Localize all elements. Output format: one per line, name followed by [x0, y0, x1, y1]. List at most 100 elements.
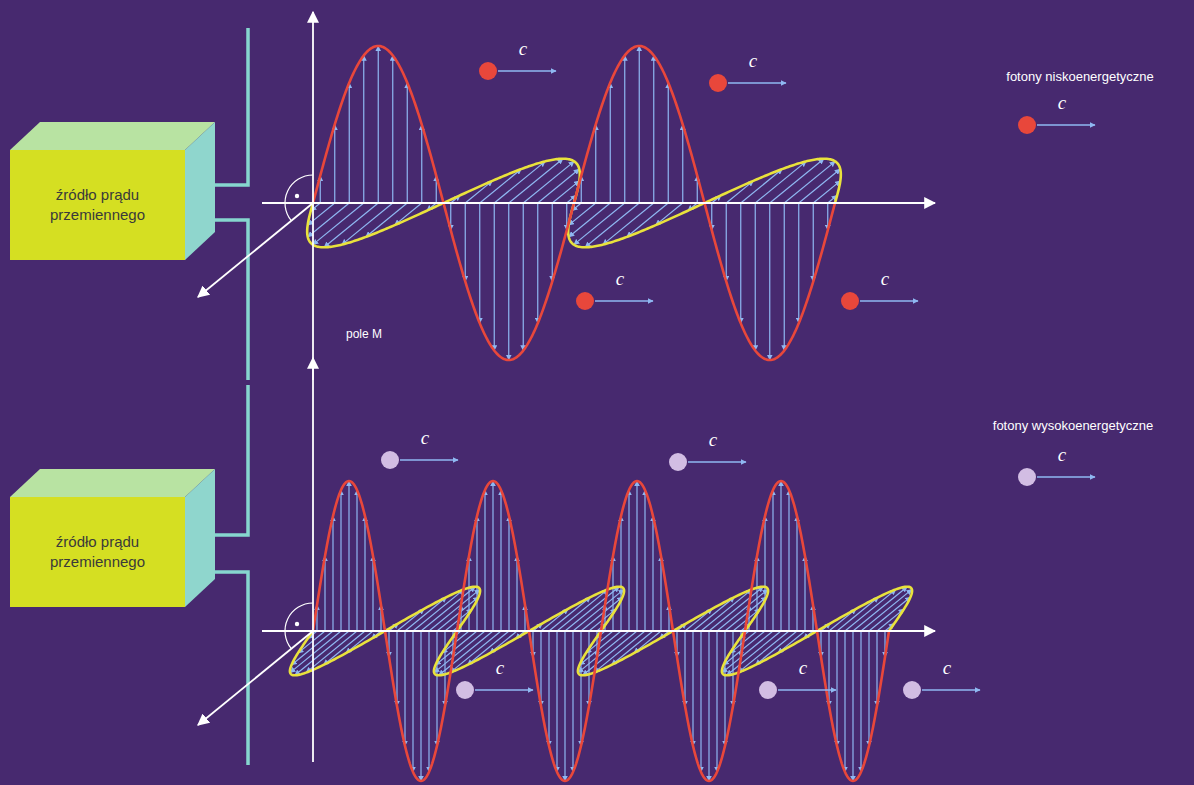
right-angle-dot [295, 194, 299, 626]
e-field-arrow [682, 125, 683, 204]
photon-dot [456, 681, 474, 699]
b-field-arrow [837, 597, 879, 631]
b-field-arrow [603, 203, 654, 245]
e-field-arrow [436, 631, 437, 746]
photon [841, 292, 918, 310]
photon [1018, 468, 1095, 486]
photon-dot [841, 292, 859, 310]
photon [669, 453, 746, 471]
b-field-arrow [523, 161, 574, 203]
e-field-arrow [595, 125, 596, 204]
e-field-arrow [692, 631, 693, 746]
e-field-arrow [508, 203, 509, 360]
e-field-arrow [836, 631, 837, 746]
b-field-arrow [709, 587, 763, 631]
e-field-arrow [852, 631, 853, 781]
e-field-arrow [492, 481, 493, 631]
e-field-arrow [769, 203, 770, 360]
b-field-arrow [853, 587, 907, 631]
e-field-arrow [684, 631, 685, 706]
b-field-arrow [565, 587, 619, 631]
field-label: pole M [346, 327, 382, 341]
e-field-arrow [378, 46, 379, 203]
e-field-arrow [652, 516, 653, 631]
b-field-arrow [755, 161, 806, 203]
e-field-arrow [332, 516, 333, 631]
velocity-arrow [595, 300, 653, 302]
e-field-arrow [716, 631, 717, 772]
wave-group [290, 46, 912, 781]
e-field-arrow [564, 631, 565, 781]
e-field-arrow [396, 631, 397, 706]
e-field-arrow [334, 125, 335, 204]
photon-dot [709, 74, 727, 92]
e-field-arrow [540, 631, 541, 706]
velocity-arrow [922, 689, 980, 691]
e-field-arrow [844, 631, 845, 772]
e-field-arrow [780, 481, 781, 631]
velocity-arrow [1037, 124, 1095, 126]
speed-symbol: c [421, 427, 429, 449]
e-field-arrow [356, 490, 357, 631]
b-field-arrow [574, 203, 625, 245]
b-field-arrow [313, 203, 364, 245]
e-field-arrow [724, 631, 725, 746]
speed-symbol: c [1058, 92, 1066, 114]
velocity-arrow [778, 689, 836, 691]
e-field-arrow [620, 516, 621, 631]
b-field-arrow [494, 161, 545, 203]
e-field-arrow [494, 203, 495, 351]
e-field-arrow [755, 203, 756, 351]
b-field-arrow [538, 169, 580, 203]
e-field-arrow [788, 490, 789, 631]
e-field-arrow [476, 516, 477, 631]
e-field-arrow [468, 556, 469, 631]
e-field-arrow [813, 203, 814, 282]
legend-note: fotony niskoenergetyczne [1006, 69, 1153, 84]
b-field-arrow [583, 631, 637, 675]
source-box: źródło prądu przemiennego [10, 497, 185, 607]
photon-dot [576, 292, 594, 310]
photon-dot [759, 681, 777, 699]
e-field-arrow [636, 481, 637, 631]
e-field-arrow [798, 203, 799, 323]
photon-dot [381, 451, 399, 469]
e-field-arrow [523, 203, 524, 351]
speed-symbol: c [749, 50, 757, 72]
speed-symbol: c [1058, 444, 1066, 466]
e-field-arrow [484, 490, 485, 631]
photon [903, 681, 980, 699]
e-field-arrow [804, 556, 805, 631]
e-field-arrow [428, 631, 429, 772]
e-field-arrow [668, 83, 669, 203]
b-field-arrow [727, 631, 781, 675]
speed-symbol: c [496, 657, 504, 679]
speed-symbol: c [709, 429, 717, 451]
b-field-arrow [755, 631, 797, 665]
photon-dot [1018, 116, 1036, 134]
e-field-arrow [412, 631, 413, 772]
velocity-arrow [475, 689, 533, 691]
b-field-arrow [421, 587, 475, 631]
e-field-arrow [868, 631, 869, 746]
b-field-arrow [439, 631, 493, 675]
speed-symbol: c [881, 268, 889, 290]
e-field-arrow [644, 490, 645, 631]
e-field-arrow [772, 490, 773, 631]
e-field-arrow [740, 203, 741, 323]
e-field-arrow [628, 490, 629, 631]
e-field-arrow [552, 203, 553, 282]
b-field-arrow [549, 597, 591, 631]
speed-symbol: c [943, 657, 951, 679]
velocity-arrow [728, 82, 786, 84]
e-field-arrow [548, 631, 549, 746]
photon [479, 62, 556, 80]
e-field-arrow [407, 83, 408, 203]
e-field-arrow [363, 55, 364, 203]
e-field-arrow [660, 556, 661, 631]
e-field-arrow [500, 490, 501, 631]
speed-symbol: c [519, 38, 527, 60]
